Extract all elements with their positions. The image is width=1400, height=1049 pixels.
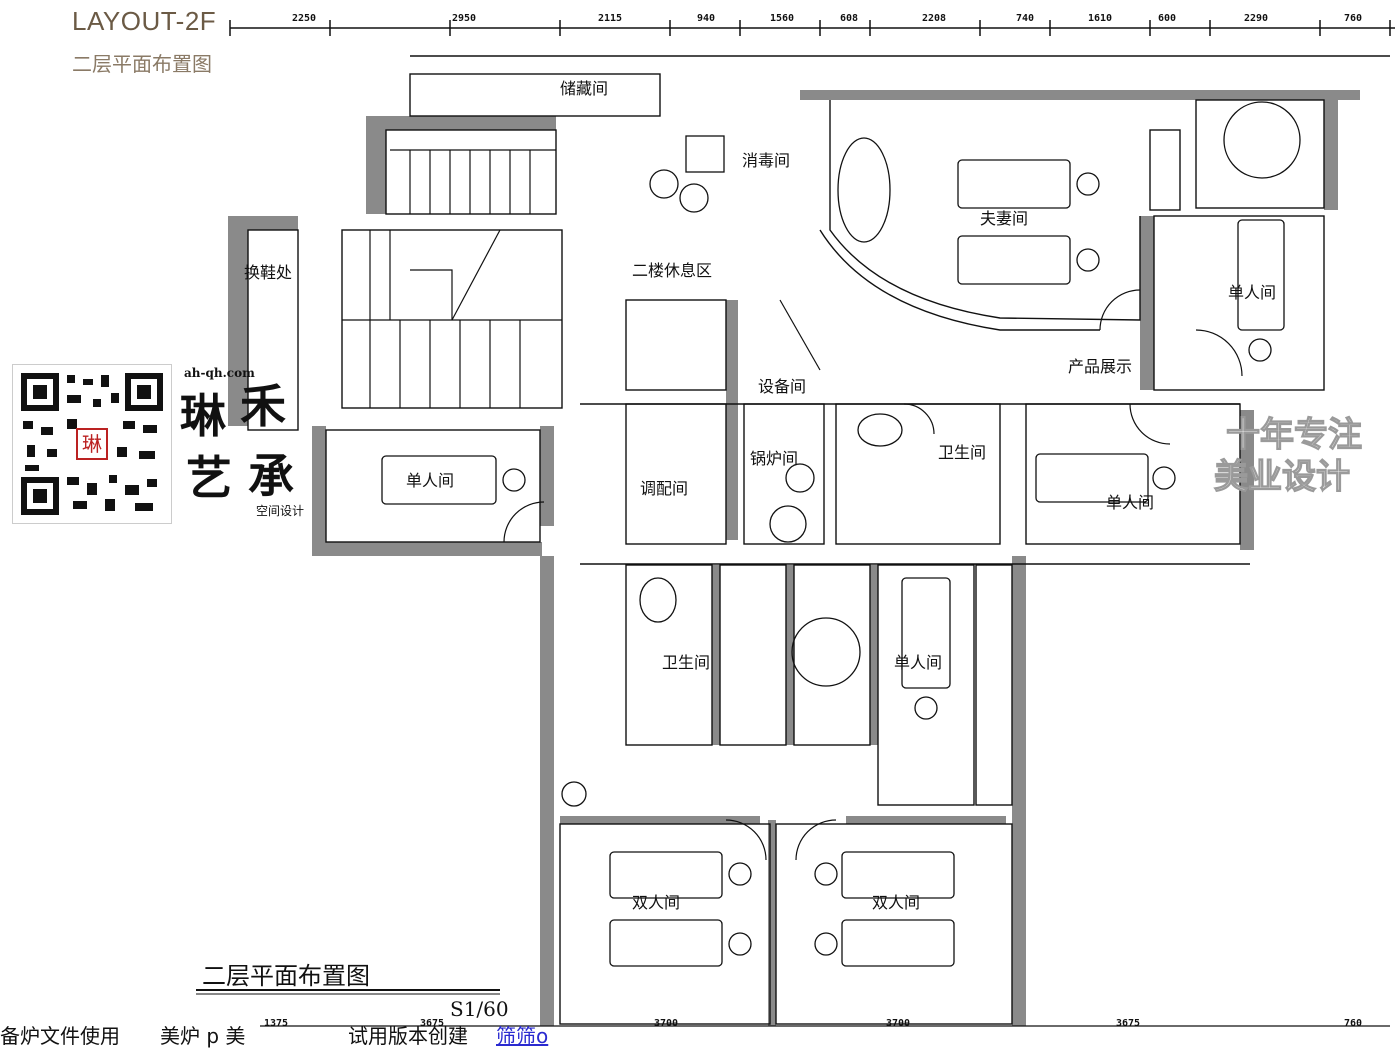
toilet-c xyxy=(857,413,903,447)
label-double-r: 双人间 xyxy=(872,893,920,912)
drawing-scale: S1/60 xyxy=(450,997,509,1021)
footer-text-2: 美炉 p 美 xyxy=(160,1024,246,1048)
toilet-s xyxy=(639,577,677,623)
layout-title: LAYOUT-2F xyxy=(72,6,217,36)
dim-top-6: 608 xyxy=(840,13,858,24)
furniture xyxy=(381,101,1301,967)
bed-single-ne xyxy=(1237,219,1285,331)
door-swings xyxy=(503,289,1243,861)
label-single-e: 单人间 xyxy=(1106,493,1154,512)
dim-top-10: 600 xyxy=(1158,13,1176,24)
drawing-title-block: 二层平面布置图 S1/60 xyxy=(196,962,509,1021)
dim-bottom-5: 3675 xyxy=(1116,1018,1140,1029)
footer-bar: 备炉文件使用 美炉 p 美 试用版本创建 筛筛o xyxy=(0,1020,700,1048)
label-shoe: 换鞋处 xyxy=(244,263,292,282)
dim-bottom-4: 3700 xyxy=(886,1018,910,1029)
dim-bottom-3: 3700 xyxy=(654,1018,678,1029)
bed-double-l1 xyxy=(609,851,723,899)
svg-text:琳: 琳 xyxy=(82,432,102,456)
bottom-dimension-labels: 1375 3675 3700 3700 3675 760 xyxy=(264,1018,1362,1029)
bed-couple-1 xyxy=(957,159,1071,209)
dim-bottom-2: 3675 xyxy=(420,1018,444,1029)
label-boiler: 锅炉间 xyxy=(750,449,798,468)
dim-top-12: 760 xyxy=(1344,13,1362,24)
room-labels: 储藏间 消毒间 夫妻间 换鞋处 二楼休息区 单人间 产品展示 设备间 锅炉间 卫… xyxy=(244,79,1276,912)
dim-top-11: 2290 xyxy=(1244,13,1268,24)
label-equipment: 设备间 xyxy=(758,377,806,396)
logo-char-1: 琳 xyxy=(180,389,226,443)
bed-couple-2 xyxy=(957,235,1071,285)
label-lounge: 二楼休息区 xyxy=(632,261,712,280)
bed-double-r2 xyxy=(841,919,955,967)
bed-double-r1 xyxy=(841,851,955,899)
label-bath-s: 卫生间 xyxy=(662,653,710,672)
dim-top-9: 1610 xyxy=(1088,13,1112,24)
logo-char-2: 禾 xyxy=(240,379,286,433)
qr-code: 琳 xyxy=(12,364,172,524)
dim-top-2: 2950 xyxy=(452,13,476,24)
footer-text-1: 备炉文件使用 xyxy=(0,1024,120,1048)
bed-single-w xyxy=(381,455,497,505)
round-feature xyxy=(1223,101,1301,179)
label-product: 产品展示 xyxy=(1068,357,1132,376)
label-double-l: 双人间 xyxy=(632,893,680,912)
slogan-line-1: 十年专注 xyxy=(1226,415,1362,455)
layout-subtitle: 二层平面布置图 xyxy=(72,52,212,76)
slogan-line-2: 美业设计 xyxy=(1214,457,1350,497)
footer-text-3: 试用版本创建 xyxy=(348,1024,468,1048)
label-disinfect: 消毒间 xyxy=(742,151,790,170)
label-single-ne: 单人间 xyxy=(1228,283,1276,302)
round-tub xyxy=(791,617,861,687)
label-bath-c: 卫生间 xyxy=(938,443,986,462)
qr-pattern-icon: 琳 xyxy=(21,373,163,515)
top-dimension-labels: 2250 2950 2115 940 1560 608 2208 740 161… xyxy=(292,13,1362,24)
watermark-slogan: 十年专注 美业设计 xyxy=(1213,414,1362,497)
dim-top-4: 940 xyxy=(697,13,715,24)
dim-top-1: 2250 xyxy=(292,13,316,24)
label-couple: 夫妻间 xyxy=(980,209,1028,228)
footer-link[interactable]: 筛筛o xyxy=(496,1024,549,1048)
label-mixing: 调配间 xyxy=(640,479,688,498)
logo-char-3: 艺 xyxy=(186,451,232,505)
top-dimension-line xyxy=(229,20,1395,57)
bed-single-e xyxy=(1035,453,1149,503)
stairs xyxy=(342,149,562,408)
dim-bottom-1: 1375 xyxy=(264,1018,288,1029)
label-single-s: 单人间 xyxy=(894,653,942,672)
bed-single-s xyxy=(901,577,951,689)
bed-double-l2 xyxy=(609,919,723,967)
drawing-title: 二层平面布置图 xyxy=(202,962,370,990)
bathtub xyxy=(837,137,891,243)
label-storage: 储藏间 xyxy=(560,79,608,98)
label-single-w: 单人间 xyxy=(406,471,454,490)
dim-top-7: 2208 xyxy=(922,13,946,24)
logo-url: ah-qh.com xyxy=(184,366,255,380)
dim-top-3: 2115 xyxy=(598,13,622,24)
dim-top-5: 1560 xyxy=(770,13,794,24)
dim-bottom-6: 760 xyxy=(1344,1018,1362,1029)
walls xyxy=(228,90,1360,1026)
dim-top-8: 740 xyxy=(1016,13,1034,24)
logo-char-4: 承 xyxy=(248,449,294,503)
logo-tagline: 空间设计 xyxy=(256,504,305,518)
